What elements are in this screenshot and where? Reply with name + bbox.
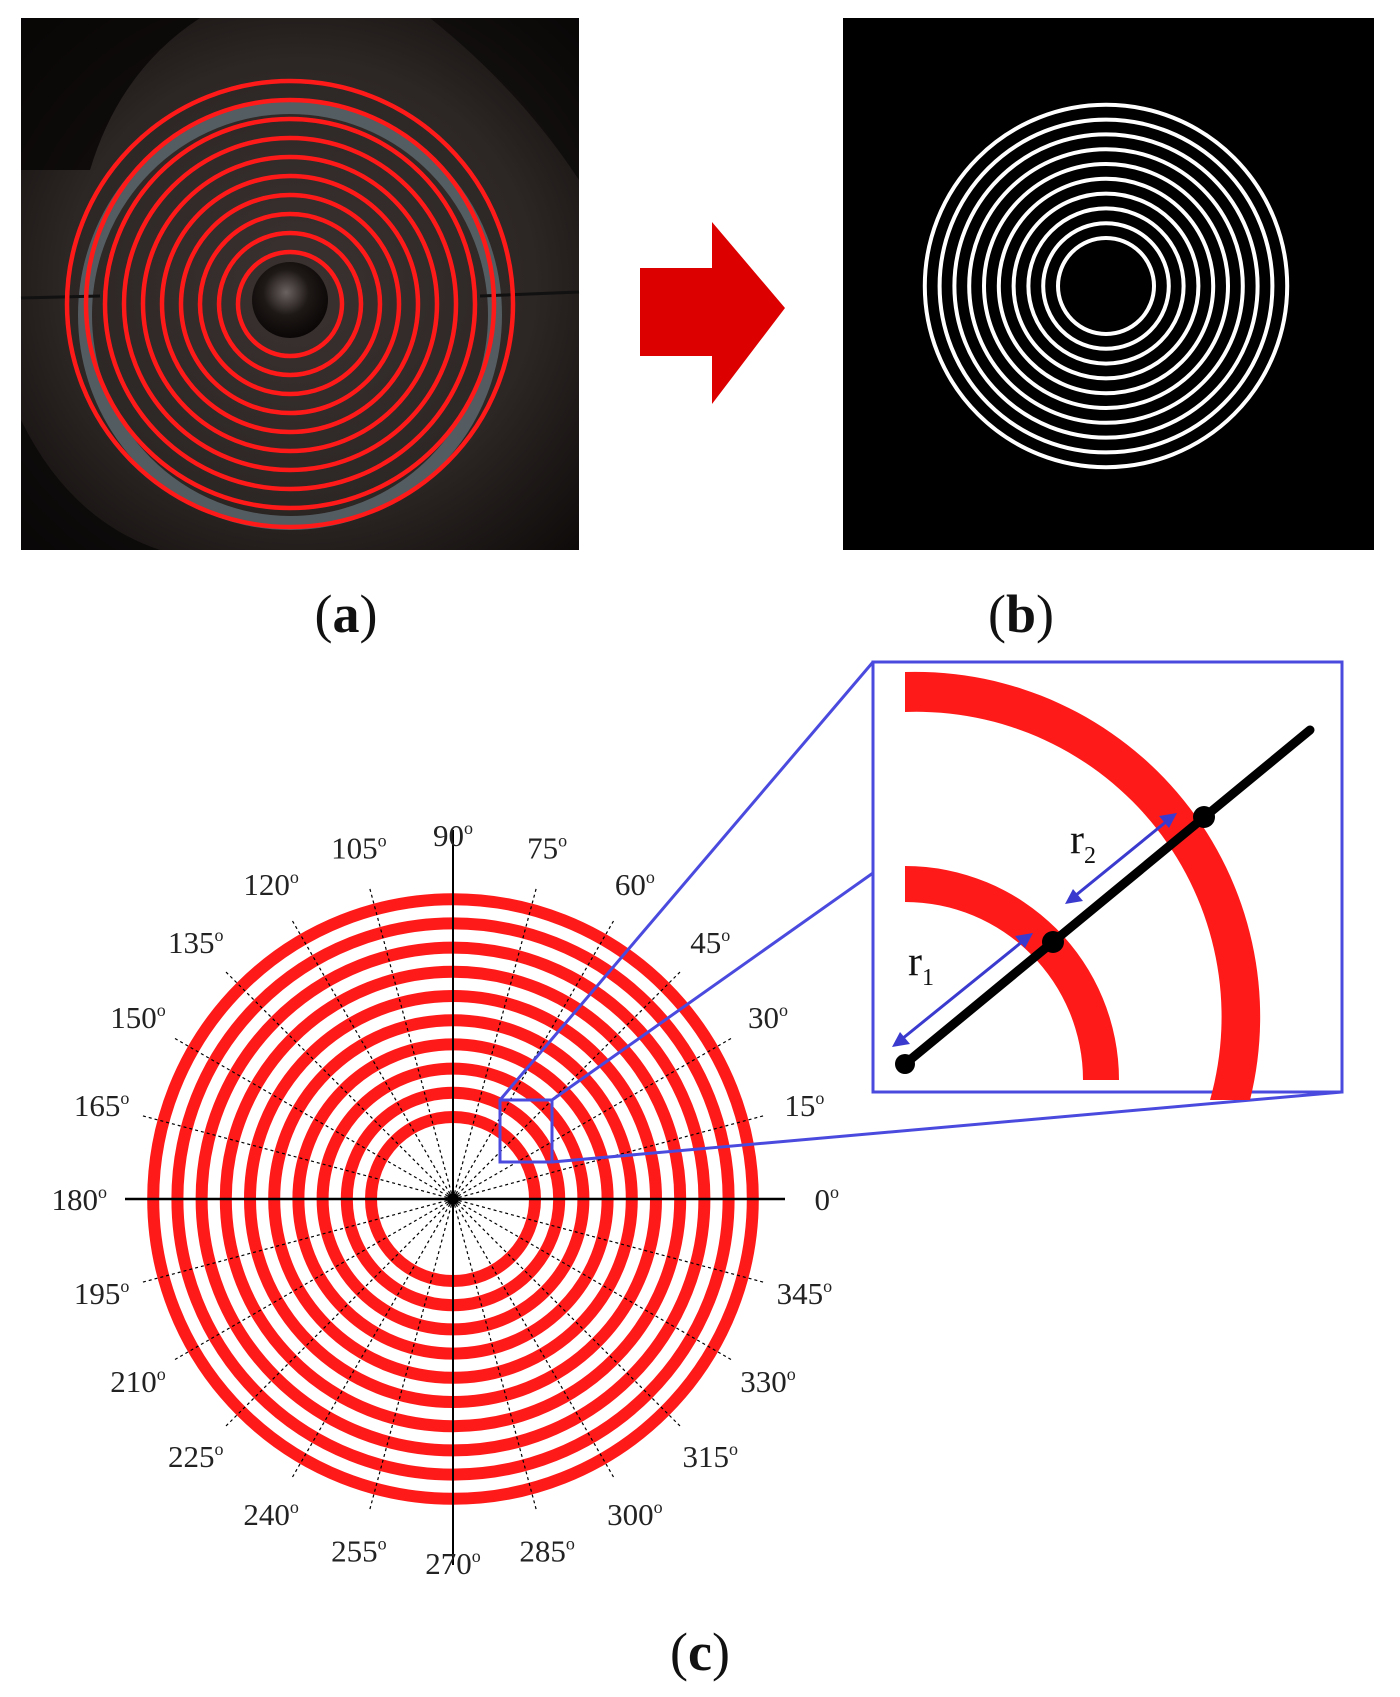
binary-ring (982, 162, 1230, 410)
panel-a-photo (20, 18, 580, 550)
pupil-reflection (252, 262, 328, 338)
angle-label: 45o (690, 925, 730, 960)
inset-outer-ring-arc (905, 671, 1261, 1100)
photo-ring (64, 78, 516, 530)
zoom-connector-line (498, 661, 875, 1101)
photo-ring (140, 154, 440, 454)
center-point (447, 1193, 459, 1205)
angle-label: 15o (784, 1088, 824, 1123)
angle-label: 270o (425, 1546, 481, 1581)
binary-ring (922, 102, 1290, 470)
inset-intersection-1 (1042, 931, 1064, 953)
binary-ring (1026, 206, 1186, 366)
photo-ring (102, 116, 478, 492)
right-arrow-icon (640, 222, 785, 404)
angle-label: 0o (815, 1182, 840, 1217)
angle-label: 345o (777, 1276, 833, 1311)
angle-labels: 0o 15o 30o 45o 60o 75o 90o 105o 120o 135o 150o 165o… (51, 818, 839, 1581)
photo-ring (121, 135, 459, 473)
binary-white-rings (922, 102, 1290, 470)
zoom-connector-line (551, 871, 874, 1102)
inset-zoom-panel: r1 r2 (871, 660, 1344, 1100)
inset-origin-point (895, 1054, 915, 1074)
angle-label: 300o (607, 1497, 663, 1532)
angle-label: 135o (168, 925, 224, 960)
angle-label: 330o (740, 1364, 796, 1399)
photo-ring (178, 192, 402, 416)
angle-label: 255o (331, 1533, 387, 1568)
panel-label-c: (c) (670, 1622, 730, 1682)
angle-label: 165o (74, 1088, 130, 1123)
angle-label: 225o (168, 1439, 224, 1474)
angle-label: 120o (243, 867, 299, 902)
angle-label: 210o (110, 1364, 166, 1399)
binary-ring (937, 117, 1275, 455)
binary-ring (1056, 236, 1156, 336)
inset-intersection-2 (1193, 806, 1215, 828)
inset-inner-ring-arc (905, 866, 1119, 1080)
photo-ring (83, 97, 497, 511)
angle-label: 180o (51, 1182, 107, 1217)
angle-label: 75o (527, 831, 567, 866)
binary-ring (952, 132, 1260, 440)
r2-arrow (1065, 813, 1177, 904)
binary-ring (996, 176, 1216, 396)
angle-label: 150o (110, 1000, 166, 1035)
photo-red-rings (64, 78, 516, 530)
zoom-source-box (498, 1098, 554, 1164)
angle-label: 60o (615, 867, 655, 902)
photo-ring (159, 173, 421, 435)
r2-label: r2 (1070, 817, 1096, 869)
angle-label: 240o (243, 1497, 299, 1532)
zoom-connector-line (551, 1090, 1343, 1164)
photo-ring (216, 230, 364, 378)
r1-arrow (892, 933, 1033, 1047)
angle-label: 90o (433, 818, 473, 853)
angle-label: 285o (519, 1533, 575, 1568)
angle-label: 315o (682, 1439, 738, 1474)
inset-radial-line (900, 725, 1315, 1069)
angle-label: 105o (331, 831, 387, 866)
panel-label-b: (b) (988, 584, 1054, 644)
panel-c-polar-diagram: 0o 15o 30o 45o 60o 75o 90o 105o 120o 135o 150o 165o… (51, 661, 1343, 1581)
binary-ring (1041, 221, 1171, 351)
binary-ring (1011, 191, 1201, 381)
photo-ring (235, 249, 345, 359)
r1-label: r1 (908, 939, 934, 991)
photo-ring (197, 211, 383, 397)
panel-label-a: (a) (315, 584, 378, 644)
angle-label: 195o (74, 1276, 130, 1311)
binary-ring (967, 147, 1245, 425)
angle-label: 30o (748, 1000, 788, 1035)
panel-b-binary (843, 18, 1374, 550)
